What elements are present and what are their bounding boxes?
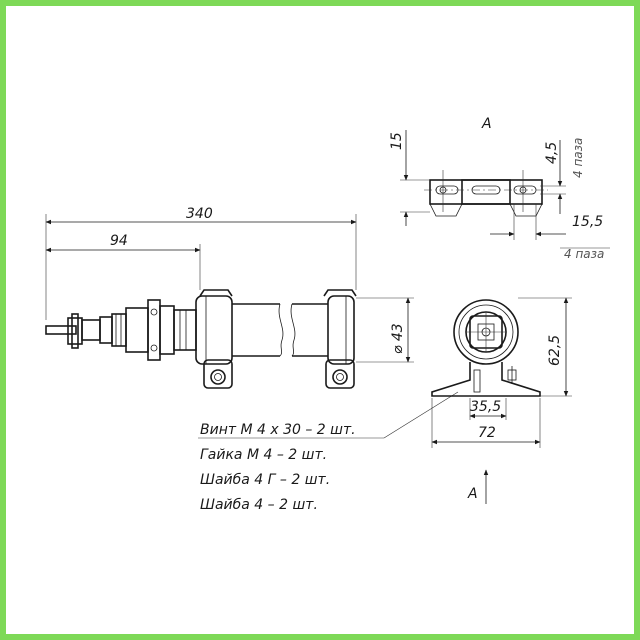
dimension-flange-offset: 94	[45, 233, 201, 290]
overall-length-label: 340	[186, 206, 213, 222]
slot-count-note: 4 паза	[571, 138, 585, 178]
dimension-overall-length: 340	[45, 206, 357, 320]
actuator-end-view	[431, 299, 541, 397]
dimension-view-depth: 15	[389, 130, 430, 226]
view-arrow-bottom: А	[467, 469, 489, 504]
parts-list: Винт М 4 х 30 – 2 шт. Гайка М 4 – 2 шт. …	[198, 391, 459, 513]
dimension-base-width: 72	[431, 398, 541, 448]
view-depth-label: 15	[389, 132, 405, 150]
parts-list-item: Гайка М 4 – 2 шт.	[200, 447, 327, 463]
parts-list-item: Шайба 4 Г – 2 шт.	[200, 472, 330, 488]
view-a-bracket: А	[424, 116, 548, 217]
height-label: 62,5	[547, 335, 563, 366]
slot-length-label: 15,5	[572, 214, 603, 230]
dimension-diameter: ⌀ 43	[356, 297, 414, 363]
parts-list-item: Шайба 4 – 2 шт.	[200, 497, 318, 513]
view-label-bottom: А	[467, 486, 478, 502]
actuator-side-view	[45, 289, 357, 389]
slot-count-note: 4 паза	[564, 247, 604, 261]
dimension-slot-width: 4,5 4 паза	[540, 138, 585, 214]
slot-width-label: 4,5	[544, 142, 560, 164]
dimension-height: 62,5	[518, 297, 572, 397]
parts-list-item: Винт М 4 х 30 – 2 шт.	[200, 422, 356, 438]
dimension-slot-length: 15,5 4 паза	[490, 204, 610, 261]
hole-spacing-label: 35,5	[470, 399, 501, 415]
view-label-top: А	[481, 116, 492, 132]
dimension-hole-spacing: 35,5	[469, 398, 507, 420]
diameter-label: ⌀ 43	[390, 323, 406, 354]
flange-offset-label: 94	[110, 233, 128, 249]
base-width-label: 72	[478, 425, 496, 441]
